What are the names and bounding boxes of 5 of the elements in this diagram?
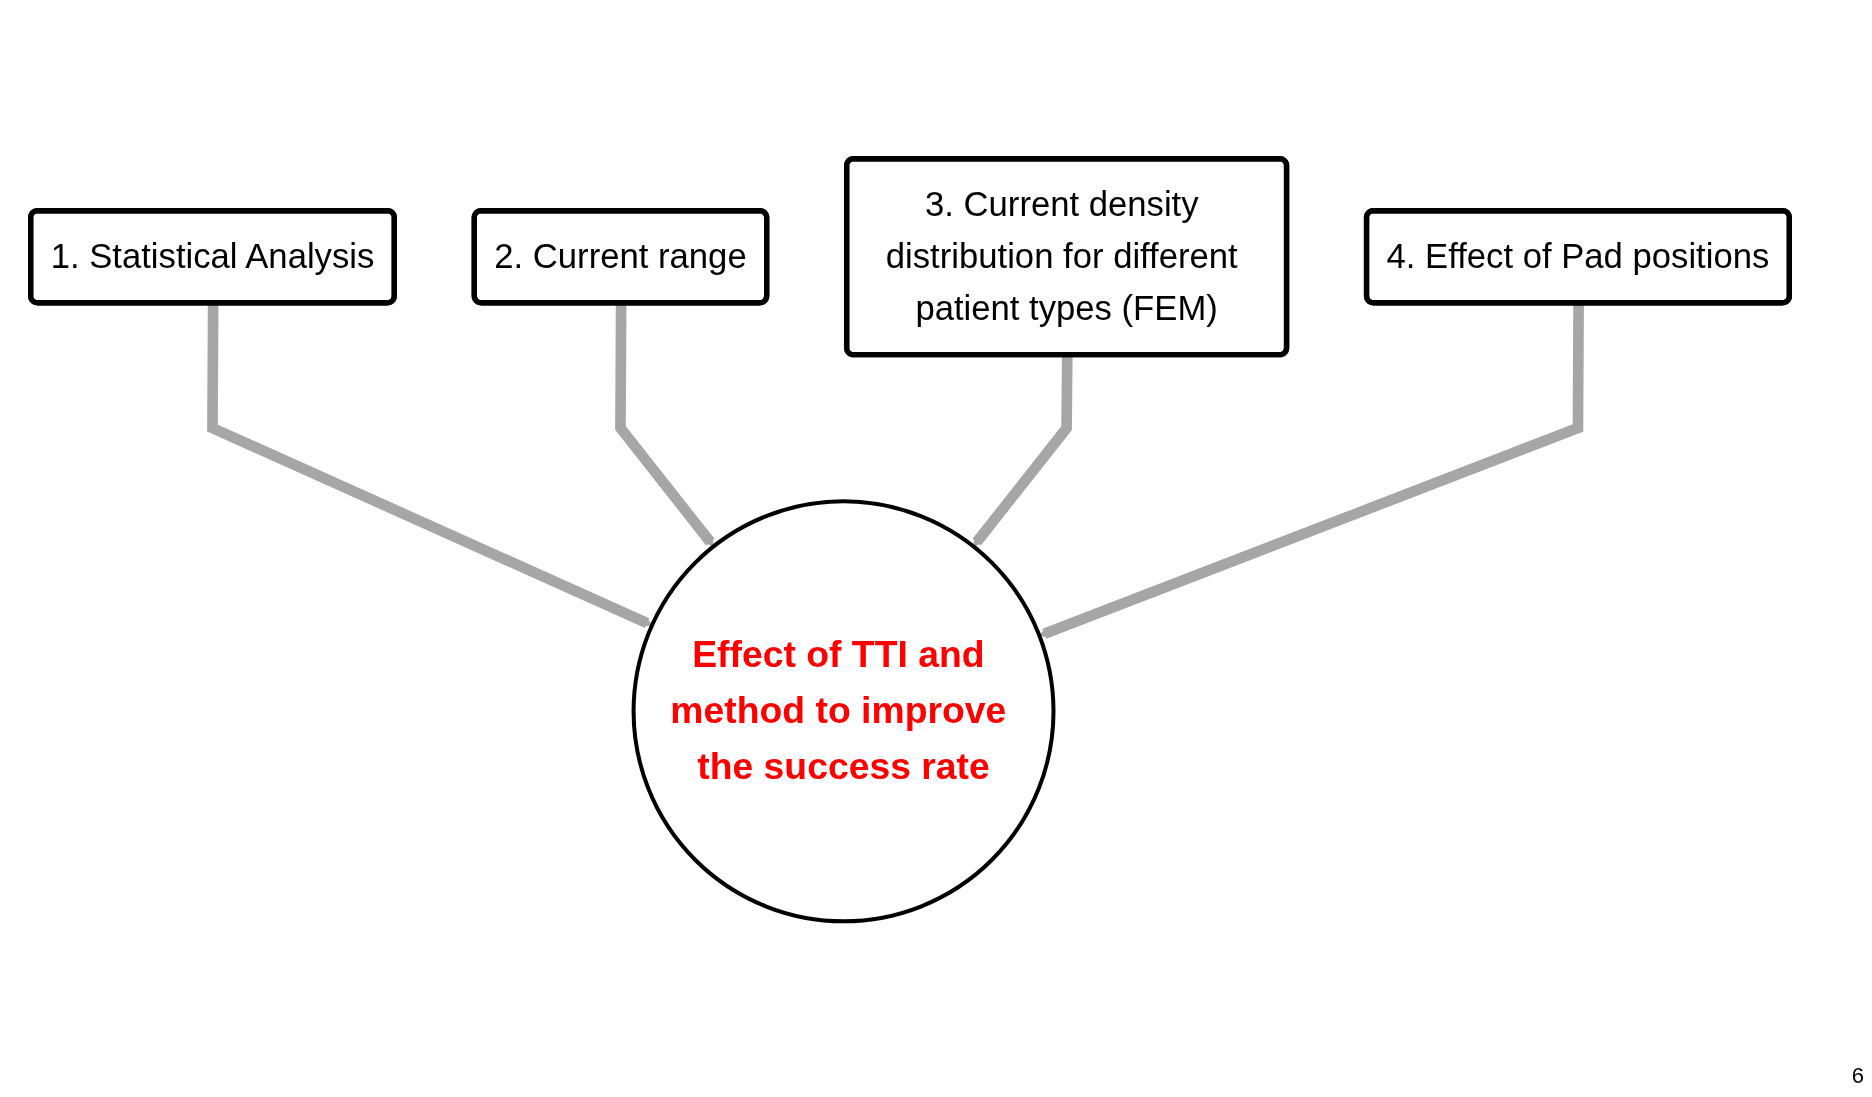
arrow xyxy=(972,355,1073,547)
arrow xyxy=(615,303,715,547)
arrow xyxy=(207,303,653,628)
page-number: 6 xyxy=(1851,1063,1864,1088)
node-circle: Effect of TTI and method to improve the success rate xyxy=(631,499,1056,924)
